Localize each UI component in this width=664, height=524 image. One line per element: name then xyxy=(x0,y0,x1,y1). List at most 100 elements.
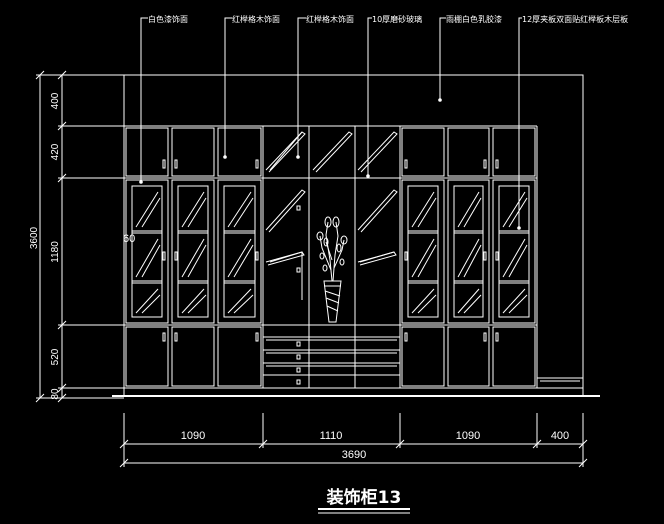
glass-hatch xyxy=(457,191,480,228)
door-handle xyxy=(162,159,166,169)
lower-door xyxy=(171,326,215,387)
glass-hatch xyxy=(135,288,159,314)
door-handle xyxy=(483,332,487,342)
upper-door xyxy=(125,127,169,177)
glass-hatch xyxy=(502,288,526,314)
lower-door xyxy=(492,326,536,387)
glass-hatch xyxy=(508,294,528,314)
glass-pane xyxy=(498,185,530,318)
glass-door xyxy=(401,179,445,324)
cabinet-columns xyxy=(125,127,536,387)
glass-hatch xyxy=(502,238,526,278)
vertical-dimension-lines xyxy=(35,70,124,403)
lower-door xyxy=(401,326,445,387)
glass-pane xyxy=(453,185,484,318)
dim-width-3: 1090 xyxy=(456,430,480,442)
door-handle xyxy=(483,251,487,261)
annotation-6: 12厚夹板双面贴红榉板木层板 xyxy=(522,14,628,24)
door-handle xyxy=(404,159,408,169)
glass-hatch xyxy=(417,294,437,314)
drawing-title: 装饰柜13 xyxy=(326,487,402,508)
glass-door xyxy=(217,179,262,324)
upper-door xyxy=(447,127,490,177)
glass-hatch xyxy=(463,244,482,278)
drawer-handle xyxy=(296,354,301,360)
door-handle xyxy=(255,159,259,169)
upper-door xyxy=(492,127,536,177)
glass-hatch xyxy=(135,238,159,278)
dim-height-4: 520 xyxy=(50,348,61,365)
glass-hatch xyxy=(411,191,435,228)
glass-hatch xyxy=(457,238,480,278)
glass-hatch xyxy=(135,191,159,228)
glass-hatch xyxy=(417,244,437,278)
glass-hatch xyxy=(233,294,254,314)
glass-door xyxy=(492,179,536,324)
leader-dots xyxy=(139,98,521,230)
drawer-handle xyxy=(296,367,301,373)
dim-height-1: 400 xyxy=(50,92,61,109)
glass-hatch xyxy=(181,238,205,278)
glass-door xyxy=(171,179,215,324)
dim-width-4: 400 xyxy=(551,430,569,442)
annotation-1: 白色漆饰面 xyxy=(148,14,188,24)
dim-total-height: 3600 xyxy=(29,226,40,249)
dim-width-1: 1090 xyxy=(181,430,205,442)
glass-pane xyxy=(177,185,209,318)
drawer-handle xyxy=(296,341,301,347)
door-handle xyxy=(404,332,408,342)
glass-hatch xyxy=(463,294,482,314)
dim-total-width: 3690 xyxy=(342,449,366,461)
annotation-5: 雨棚白色乳胶漆 xyxy=(446,14,502,24)
horizontal-dimension-lines xyxy=(119,413,588,468)
plant-leaves xyxy=(316,216,348,272)
door-handle xyxy=(162,251,166,261)
glass-pane xyxy=(223,185,256,318)
lower-door xyxy=(447,326,490,387)
upper-door xyxy=(217,127,262,177)
glass-hatch xyxy=(233,244,254,278)
glass-hatch xyxy=(411,238,435,278)
glass-hatch xyxy=(181,288,205,314)
door-handle xyxy=(495,332,499,342)
glass-hatch xyxy=(457,288,480,314)
lower-door xyxy=(125,326,169,387)
glass-hatch xyxy=(227,191,252,228)
door-handle xyxy=(174,159,178,169)
dim-height-5: 80 xyxy=(50,388,61,400)
glass-hatch xyxy=(187,197,207,228)
door-handle xyxy=(483,159,487,169)
glass-hatch xyxy=(463,197,482,228)
glass-hatch xyxy=(411,288,435,314)
door-handle xyxy=(162,332,166,342)
glass-hatch xyxy=(141,197,161,228)
glass-hatch xyxy=(181,191,205,228)
glass-hatch xyxy=(508,244,528,278)
drawer-handle xyxy=(296,205,301,211)
glass-pane xyxy=(131,185,163,318)
dim-height-2: 420 xyxy=(50,143,61,160)
glass-door xyxy=(125,179,169,324)
cabinet-body xyxy=(112,74,600,397)
glass-hatch xyxy=(187,244,207,278)
drawer-handle xyxy=(296,267,301,273)
center-display-shelves xyxy=(262,126,401,388)
upper-door xyxy=(401,127,445,177)
door-handle xyxy=(174,251,178,261)
door-handle xyxy=(404,251,408,261)
glass-hatch xyxy=(187,294,207,314)
dim-width-2: 1110 xyxy=(320,430,343,442)
glass-pane xyxy=(407,185,439,318)
glass-hatch xyxy=(233,197,254,228)
lower-door xyxy=(217,326,262,387)
door-handle xyxy=(495,159,499,169)
upper-door xyxy=(171,127,215,177)
glass-hatch xyxy=(141,244,161,278)
drawer-handle xyxy=(296,379,301,385)
leader-lines xyxy=(140,17,522,228)
door-handle xyxy=(174,332,178,342)
glass-hatch xyxy=(417,197,437,228)
side-label: 60 xyxy=(123,233,135,245)
